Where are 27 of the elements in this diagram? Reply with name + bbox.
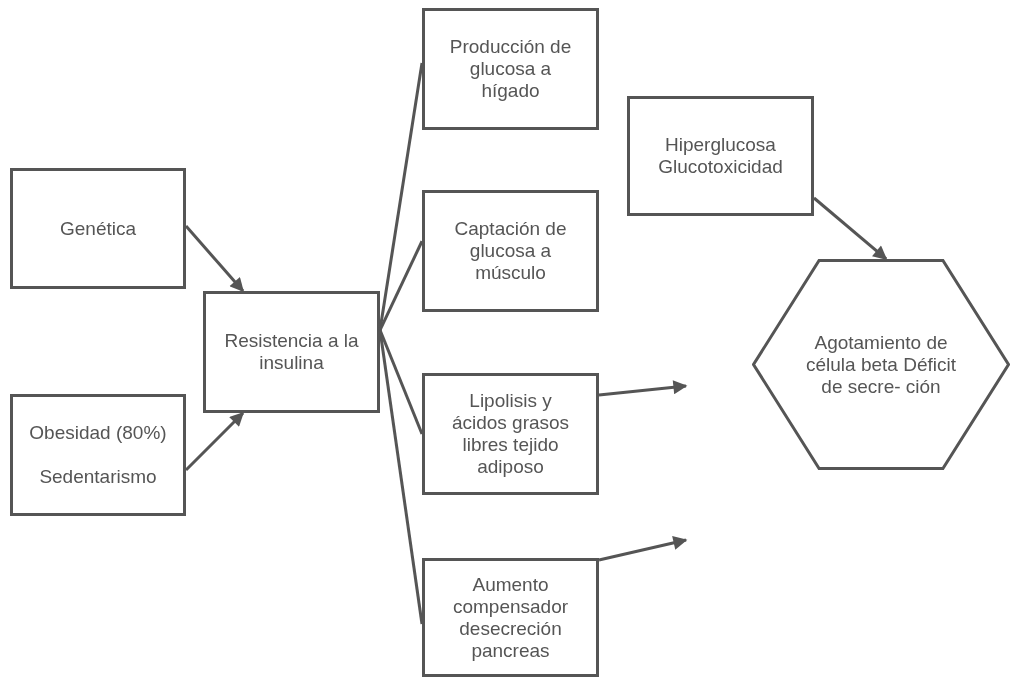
node-text: Obesidad (80%): [29, 422, 167, 444]
hexagon-node: [752, 259, 1010, 470]
node-text: Hiperglucosa Glucotoxicidad: [657, 134, 784, 178]
arrow: [598, 536, 688, 562]
node-text: Aumento compensador desecreción pancreas: [451, 573, 570, 662]
node-text: Lipolisis y ácidos grasos libres tejido adiposo: [450, 390, 571, 478]
connector-line: [378, 62, 424, 331]
node-text: Producción de glucosa a hígado: [448, 36, 573, 102]
process-box: [422, 8, 599, 130]
arrow: [813, 196, 888, 261]
process-box: [203, 291, 380, 413]
arrow: [598, 380, 688, 397]
process-box: [422, 190, 599, 312]
connector-line: [378, 329, 424, 625]
connector-line: [378, 240, 424, 331]
process-box: [627, 96, 814, 216]
arrow: [184, 225, 245, 293]
node-text: Genética: [59, 217, 136, 240]
node-text: Captación de glucosa a músculo: [453, 218, 568, 284]
node-text: Resistencia a la insulina: [223, 330, 360, 374]
process-box: [422, 558, 599, 677]
arrow: [184, 411, 245, 472]
node-text: Sedentarismo: [39, 466, 157, 488]
node-text: Agotamiento de célula beta Déficit de secre- ción: [806, 331, 956, 398]
process-box: [10, 394, 186, 516]
process-box: [10, 168, 186, 289]
process-box: [422, 373, 599, 495]
